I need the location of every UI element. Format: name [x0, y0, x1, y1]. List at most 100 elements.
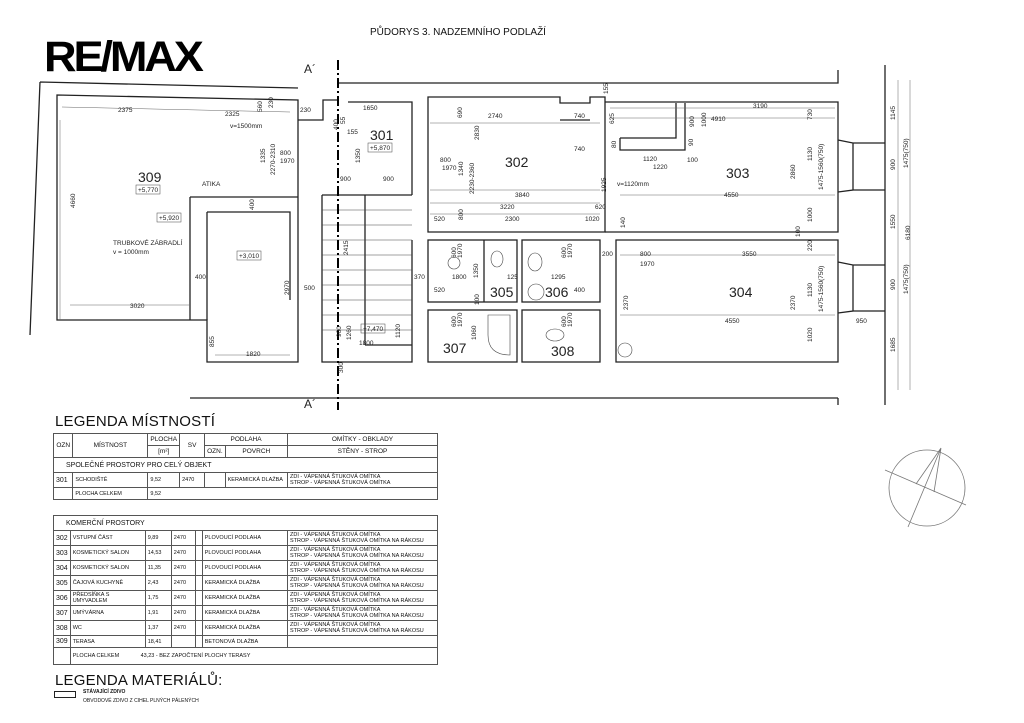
room-name: WC [69, 620, 146, 636]
room-area: 14,53 [144, 545, 172, 561]
room-number: 309 [53, 635, 71, 648]
dimension-label: 2415 [343, 240, 350, 255]
dimension-label: 1020 [807, 327, 814, 342]
dimension-label: 230 [300, 107, 311, 114]
room-name: PŘEDSÍŇKA S UMYVADLEM [69, 590, 146, 606]
total-value: 43,23 - BEZ ZAPOČTENÍ PLOCHY TERASY [140, 653, 251, 659]
dimension-label: 900 [890, 279, 897, 290]
dimension-label: 1970 [442, 165, 457, 172]
north-arrow-icon [884, 447, 967, 528]
room-number: 303 [53, 545, 71, 561]
header-podlaha-ozn: OZN. [204, 445, 226, 458]
room-area: 9,52 [147, 472, 181, 488]
room-area: 18,41 [144, 635, 172, 648]
dimension-label: 800 [640, 251, 651, 258]
header-steny: STĚNY - STROP [287, 445, 438, 458]
room-name: SCHODIŠTĚ [72, 472, 149, 488]
dimension-label: 4660 [70, 193, 77, 208]
dimension-label: 855 [209, 336, 216, 347]
room-307: 307 [443, 340, 467, 356]
room-name: KOSMETICKÝ SALON [69, 560, 146, 576]
note-atika: ATIKA [202, 181, 221, 188]
dimension-label: 300 [338, 362, 345, 373]
header-ozn: OZN [52, 433, 74, 458]
dimension-label: 2370 [623, 295, 630, 310]
dimension-label: 1800 [359, 340, 374, 347]
dimension-label: 500 [304, 285, 315, 292]
finish-line: STROP - VÁPENNÁ ŠTUKOVÁ OMÍTKA NA RÁKOSU [290, 553, 424, 559]
total-label: PLOCHA CELKEM [72, 653, 120, 659]
floor-code [194, 575, 203, 591]
dimension-label: 400 [195, 274, 206, 281]
finish-line: STROP - VÁPENNÁ ŠTUKOVÁ OMÍTKA [290, 480, 391, 486]
dimension-label: 730 [807, 109, 814, 120]
room-numbers: 301 302 303 304 305 306 307 308 309 [138, 127, 753, 359]
dimension-label: 125 [507, 274, 518, 281]
floor-code [194, 605, 203, 621]
note-v1500: v=1500mm [230, 123, 262, 130]
dimension-label: 620 [595, 204, 606, 211]
header-omitky: OMÍTKY - OBKLADY [287, 433, 438, 446]
room-name: KOSMETICKÝ SALON [69, 545, 146, 561]
floor-code [194, 620, 203, 636]
notes: ATIKA TRUBKOVÉ ZÁBRADLÍ v = 1000mm v=150… [113, 123, 649, 256]
material-desc: OBVODOVÉ ZDIVO Z CIHEL PLNÝCH PÁLENÝCH [83, 698, 199, 704]
dimension-label: 560 [257, 101, 264, 112]
dimension-label: 1020 [585, 216, 600, 223]
room-303: 303 [726, 165, 750, 181]
dimension-label: 370 [414, 274, 425, 281]
dimension-label: 1650 [363, 105, 378, 112]
room-area: 2,43 [144, 575, 172, 591]
finish-line: STROP - VÁPENNÁ ŠTUKOVÁ OMÍTKA NA RÁKOSU [290, 613, 424, 619]
dimension-label: 400 [333, 119, 340, 130]
dimension-label: 100 [474, 294, 481, 305]
note-railing-height: v = 1000mm [113, 249, 149, 256]
dimension-label: 1820 [246, 351, 261, 358]
floor-code [204, 472, 226, 488]
dimension-label: 1350 [355, 148, 362, 163]
dimension-label: 600 [561, 316, 568, 327]
finish-line: STROP - VÁPENNÁ ŠTUKOVÁ OMÍTKA NA RÁKOSU [290, 583, 424, 589]
room-area: 1,91 [144, 605, 172, 621]
dimension-label: 1340 [458, 161, 465, 176]
room-308: 308 [551, 343, 575, 359]
room-number: 308 [53, 620, 71, 636]
room-name: VSTUPNÍ ČÁST [69, 530, 146, 546]
room-309: 309 [138, 169, 162, 185]
dimension-label: 600 [451, 247, 458, 258]
room-height: 2470 [170, 575, 196, 591]
room-number: 307 [53, 605, 71, 621]
dimension-label: 140 [620, 217, 627, 228]
dimension-label: 2375 [118, 107, 133, 114]
dimension-label: 900 [890, 159, 897, 170]
room-number: 302 [53, 530, 71, 546]
dimension-label: 625 [609, 113, 616, 124]
floor-code [194, 635, 203, 648]
level-309: +5,770 [138, 187, 158, 194]
floor-code [194, 590, 203, 606]
room-area: 9,89 [144, 530, 172, 546]
floor-code [194, 530, 203, 546]
dimension-label: 400 [574, 287, 585, 294]
dimension-label: 740 [574, 113, 585, 120]
dimension-label: 230 [268, 97, 275, 108]
total-value: 9,52 [147, 487, 438, 500]
room-area: 11,35 [144, 560, 172, 576]
dimension-label: 740 [574, 146, 585, 153]
dimension-label: 1970 [280, 158, 295, 165]
dimension-label: 3220 [500, 204, 515, 211]
floor-surface: BETONOVÁ DLAŽBA [201, 635, 289, 648]
room-name: TERASA [69, 635, 146, 648]
floor-surface: PLOVOUCÍ PODLAHA [201, 545, 289, 561]
room-number: 301 [52, 472, 74, 488]
dimension-label: 1335 [260, 148, 267, 163]
